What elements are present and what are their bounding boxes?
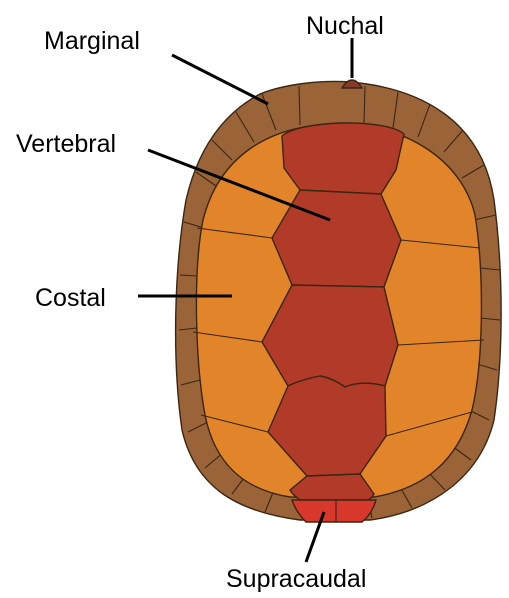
label-nuchal: Nuchal: [306, 12, 384, 40]
label-vertebral: Vertebral: [16, 130, 116, 158]
leader-marginal: [172, 55, 268, 104]
supracaudal-scute: [292, 500, 376, 522]
label-marginal: Marginal: [44, 27, 140, 55]
label-costal: Costal: [35, 284, 106, 312]
label-supracaudal: Supracaudal: [226, 565, 366, 593]
vertebral-scute-1: [282, 123, 404, 194]
